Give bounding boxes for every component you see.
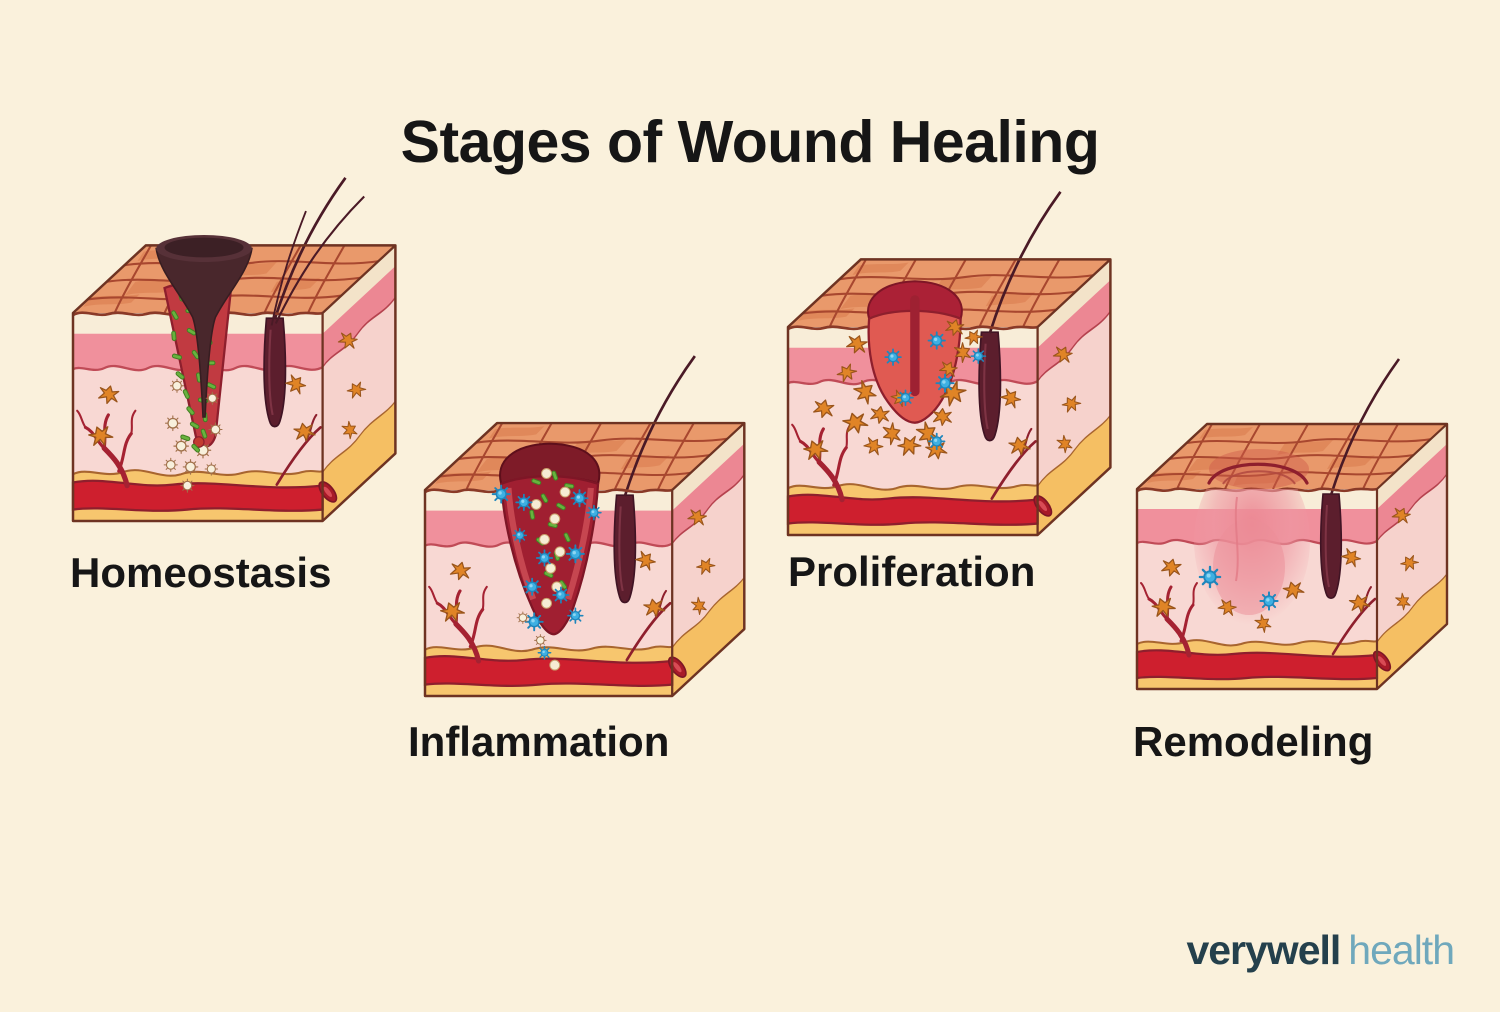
- homeostasis-illustration: [73, 178, 395, 521]
- logo-brand-text: verywell: [1186, 927, 1341, 973]
- stage-label-inflammation: Inflammation: [408, 718, 670, 765]
- remodeling-illustration: [1137, 359, 1447, 689]
- logo-suffix-text: health: [1348, 927, 1455, 973]
- proliferation-illustration: [788, 192, 1110, 535]
- inflammation-illustration: [425, 356, 744, 696]
- stage-label-proliferation: Proliferation: [788, 548, 1036, 595]
- page-title: Stages of Wound Healing: [400, 108, 1100, 175]
- stage-label-homeostasis: Homeostasis: [70, 549, 332, 596]
- stage-label-remodeling: Remodeling: [1133, 718, 1374, 765]
